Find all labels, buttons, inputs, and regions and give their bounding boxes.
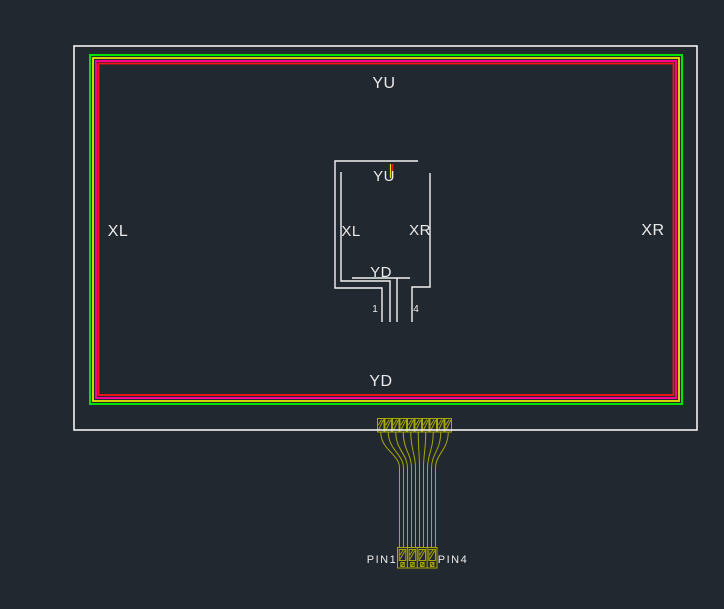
detail-label-xl: XL bbox=[341, 223, 360, 240]
tail-trace bbox=[417, 431, 420, 548]
tail-finger-hatch bbox=[437, 419, 443, 426]
tail-finger-hatch bbox=[415, 419, 422, 431]
tail-finger-hatch bbox=[400, 419, 407, 431]
detail-label-yu: YU bbox=[373, 168, 395, 185]
tail-finger-hatch bbox=[392, 419, 398, 426]
detail-label-xr: XR bbox=[409, 222, 431, 239]
tail-label-pin4: PIN4 bbox=[438, 554, 468, 566]
detail-pin1-number: 1 bbox=[372, 304, 378, 315]
tail-connector-pad bbox=[418, 549, 427, 561]
detail-electrode-xl[interactable] bbox=[340, 172, 391, 322]
tail-finger-hatch bbox=[385, 419, 390, 426]
tail-label-pin1: PIN1 bbox=[367, 554, 397, 566]
tail-finger-hatch bbox=[385, 419, 392, 431]
tail-pad-hatch bbox=[419, 550, 426, 560]
tail-pad-mark bbox=[420, 562, 425, 567]
detail-electrode-yd[interactable] bbox=[352, 277, 410, 322]
tail-finger-hatch bbox=[422, 419, 429, 431]
tail-connector-pad bbox=[408, 549, 417, 561]
tail-trace bbox=[410, 431, 416, 548]
panel-outline[interactable] bbox=[73, 45, 698, 431]
trace-rect-magenta[interactable] bbox=[95, 60, 677, 399]
tail-finger-hatch bbox=[407, 419, 414, 431]
tail-trace bbox=[402, 431, 412, 548]
tail-finger-hatch bbox=[437, 419, 444, 431]
tail-trace bbox=[423, 431, 427, 548]
detail-pin4-number: 4 bbox=[413, 304, 419, 315]
tail-finger-hatch bbox=[445, 419, 452, 431]
trace-rect-red[interactable] bbox=[97, 62, 675, 396]
panel-label-xl: XL bbox=[108, 223, 129, 240]
tail-connector-pad bbox=[428, 549, 436, 561]
detail-trace-stub[interactable] bbox=[389, 164, 394, 178]
fpc-tail[interactable] bbox=[377, 418, 452, 569]
detail-electrode-xr[interactable] bbox=[411, 173, 431, 322]
tail-pad-hatch bbox=[409, 550, 416, 560]
tail-finger-hatch bbox=[415, 419, 420, 426]
tail-finger-hatch bbox=[400, 419, 405, 426]
tail-trace bbox=[427, 431, 434, 548]
tail-pad-hatch bbox=[419, 549, 424, 556]
detail-label-yd: YD bbox=[370, 264, 392, 281]
tail-finger-hatch bbox=[422, 419, 428, 426]
tail-pad-mark bbox=[400, 562, 405, 567]
detail-schematic[interactable] bbox=[334, 160, 431, 322]
trace-rect-yellow[interactable] bbox=[92, 57, 680, 402]
tail-pad-hatch bbox=[428, 550, 436, 560]
tail-finger-hatch bbox=[392, 419, 399, 431]
tail-connector-pad bbox=[398, 549, 407, 561]
panel-label-yd: YD bbox=[369, 373, 392, 390]
tail-trace bbox=[380, 431, 400, 548]
panel-label-xr: XR bbox=[641, 222, 664, 239]
tail-trace bbox=[387, 431, 404, 548]
tail-pad-mark bbox=[429, 562, 435, 567]
tail-trace bbox=[431, 431, 442, 548]
tail-finger-hatch bbox=[445, 419, 450, 426]
tail-pad-hatch bbox=[399, 549, 404, 556]
trace-rect-green[interactable] bbox=[89, 54, 683, 405]
panel-label-yu: YU bbox=[372, 75, 395, 92]
detail-electrode-yu[interactable] bbox=[334, 160, 418, 322]
tail-trace bbox=[395, 431, 408, 548]
tail-finger-hatch bbox=[430, 419, 435, 426]
tail-pad-hatch bbox=[429, 549, 434, 556]
tail-pad-mark bbox=[410, 562, 415, 567]
tail-pad-hatch bbox=[399, 550, 406, 560]
tail-pad-hatch bbox=[409, 549, 414, 556]
tail-finger-hatch bbox=[377, 419, 384, 431]
tail-finger-hatch bbox=[430, 419, 437, 431]
tail-trace bbox=[435, 431, 449, 548]
tail-finger-hatch bbox=[377, 419, 383, 426]
tail-finger-hatch bbox=[407, 419, 413, 426]
